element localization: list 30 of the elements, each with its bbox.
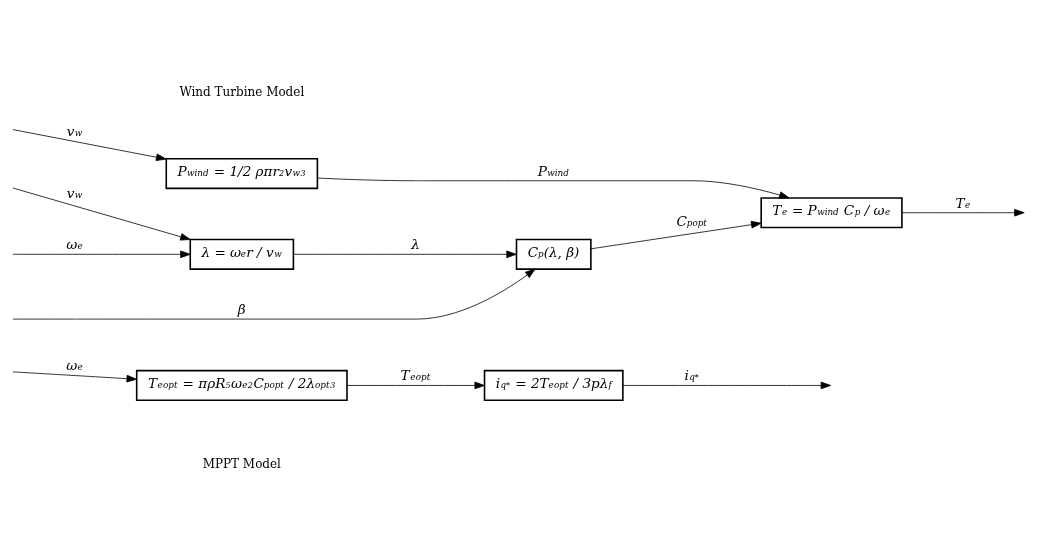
edge-label: λ bbox=[411, 236, 420, 253]
node-box: iq* = 2Teopt / 3pλf bbox=[483, 369, 624, 402]
node-box: Te = Pwind Cp / ωe bbox=[760, 197, 903, 229]
edge-label: β bbox=[237, 300, 246, 317]
label: MPPT Model bbox=[202, 457, 281, 472]
arrow bbox=[12, 187, 191, 241]
arrow bbox=[12, 371, 137, 383]
arrow bbox=[12, 129, 167, 161]
edge-label: iq* bbox=[684, 367, 699, 384]
arrow bbox=[346, 381, 485, 390]
arrow bbox=[12, 250, 191, 259]
arrow bbox=[901, 208, 1025, 217]
arrow bbox=[590, 220, 762, 250]
node-box: Cp(λ, β) bbox=[515, 238, 592, 270]
node-box: Pwind = 1/2 ρπr2vw3 bbox=[165, 157, 319, 190]
edge-label: Te bbox=[955, 194, 971, 211]
edge-label: Cpopt bbox=[676, 213, 707, 230]
arrow bbox=[317, 177, 790, 199]
arrow bbox=[622, 381, 832, 390]
node-box: Teopt = πρR5ωe2Cpopt / 2λopt3 bbox=[135, 369, 348, 402]
edge-label: vw bbox=[66, 122, 83, 139]
label: Wind Turbine Model bbox=[179, 85, 305, 100]
edge-label: Teopt bbox=[400, 367, 431, 384]
edge-label: Pwind bbox=[537, 162, 569, 179]
edge-label: ωe bbox=[66, 356, 83, 373]
arrow bbox=[293, 250, 517, 259]
arrow bbox=[12, 268, 536, 320]
edge-label: ωe bbox=[66, 236, 83, 253]
edge-label: vw bbox=[66, 185, 83, 202]
node-box: λ = ωer / vw bbox=[189, 238, 295, 270]
